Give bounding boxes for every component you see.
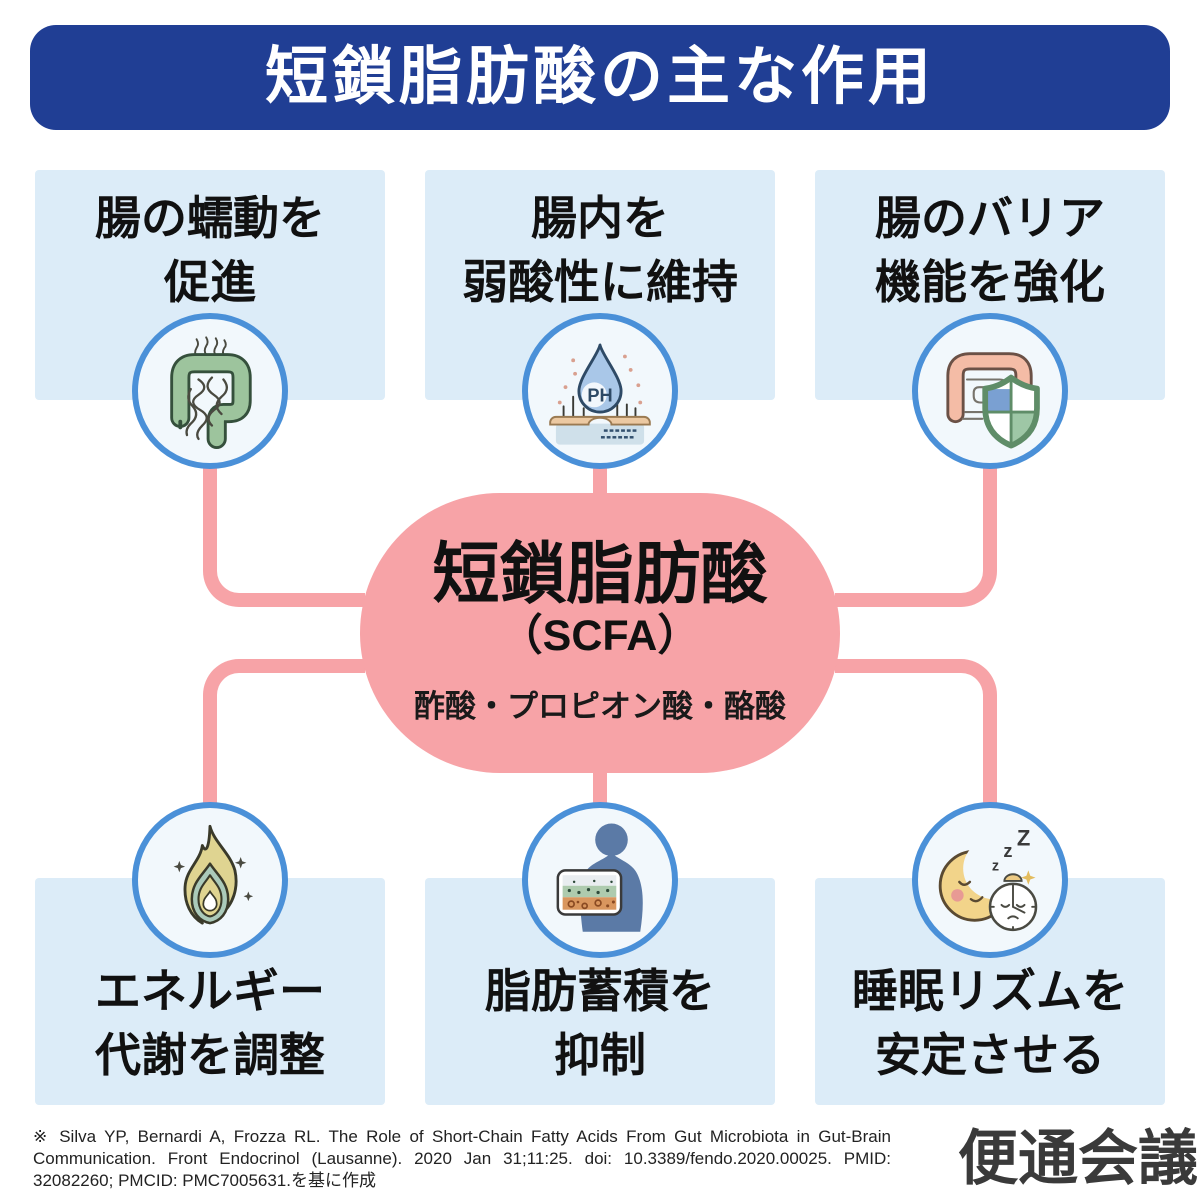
effect-box-sleep: 睡眠リズムを 安定させる <box>815 878 1165 1105</box>
connector-top-right <box>835 455 997 607</box>
effect-label-line1: 脂肪蓄積を <box>485 965 715 1017</box>
effect-label: 腸のバリア 機能を強化 <box>815 186 1165 314</box>
effect-label: エネルギー 代謝を調整 <box>35 959 385 1087</box>
sleep-z-small: z <box>992 858 999 874</box>
connector-top-left <box>203 455 365 607</box>
intestine-motility-icon <box>132 313 288 469</box>
body-fat-layer-icon <box>522 802 678 958</box>
effect-label-line1: エネルギー <box>95 965 325 1017</box>
effect-label-line1: 腸のバリア <box>875 192 1105 244</box>
intestine-shield-icon <box>912 313 1068 469</box>
sleep-z-large: Z <box>1017 826 1030 851</box>
effect-label-line2: 促進 <box>164 256 256 308</box>
site-logo: 便通会議 <box>958 1125 1198 1192</box>
connector-bottom-left <box>203 659 365 815</box>
ph-droplet-icon: PH <box>522 313 678 469</box>
effect-label-line2: 安定させる <box>875 1029 1105 1081</box>
source-citation: ※ Silva YP, Bernardi A, Frozza RL. The R… <box>33 1127 891 1191</box>
page-title: 短鎖脂肪酸の主な作用 <box>265 42 935 112</box>
sleep-z-medium: z <box>1003 841 1012 861</box>
effect-label-line2: 抑制 <box>554 1029 646 1081</box>
effect-label: 脂肪蓄積を 抑制 <box>425 959 775 1087</box>
connector-bottom-right <box>835 659 997 815</box>
flame-icon <box>132 802 288 958</box>
scfa-components: 酢酸・プロピオン酸・酪酸 <box>414 689 786 725</box>
effect-label: 睡眠リズムを 安定させる <box>815 959 1165 1087</box>
scfa-title: 短鎖脂肪酸 <box>432 536 768 612</box>
effect-label: 腸の蠕動を 促進 <box>35 186 385 314</box>
effect-label-line1: 腸の蠕動を <box>95 192 325 244</box>
effect-label-line2: 代謝を調整 <box>95 1029 325 1081</box>
effect-label-line2: 機能を強化 <box>875 256 1105 308</box>
effect-label-line1: 腸内を <box>531 192 669 244</box>
effect-label: 腸内を 弱酸性に維持 <box>425 186 775 314</box>
ph-label: PH <box>587 386 612 406</box>
sleeping-moon-clock-icon: z z Z <box>912 802 1068 958</box>
effect-box-barrier: 腸のバリア 機能を強化 <box>815 170 1165 400</box>
title-banner: 短鎖脂肪酸の主な作用 <box>30 25 1170 130</box>
scfa-center-node: 短鎖脂肪酸 （SCFA） 酢酸・プロピオン酸・酪酸 <box>360 493 840 773</box>
effect-label-line2: 弱酸性に維持 <box>462 256 738 308</box>
effect-box-ph: 腸内を 弱酸性に維持 <box>425 170 775 400</box>
effect-label-line1: 睡眠リズムを <box>852 965 1128 1017</box>
scfa-abbreviation: （SCFA） <box>499 611 701 660</box>
